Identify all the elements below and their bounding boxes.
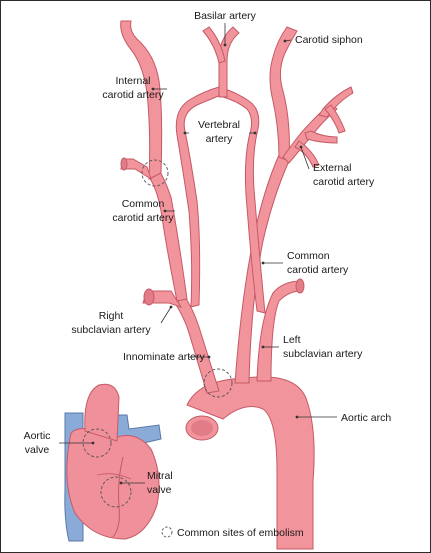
heart-groove-2 xyxy=(96,473,132,480)
aortic-arch xyxy=(186,376,315,550)
label-right-subclavian-2: subclavian artery xyxy=(71,324,151,336)
legend: Common sites of embolism xyxy=(161,526,304,539)
label-basilar-artery: Basilar artery xyxy=(194,10,257,22)
label-common-carotid-right-2: carotid artery xyxy=(112,212,174,224)
leader-lines xyxy=(59,23,337,485)
label-left-subclavian-2: subclavian artery xyxy=(283,348,363,360)
right-external-carotid-opening xyxy=(120,157,128,171)
left-subclavian-opening xyxy=(295,278,305,294)
aortic-arch-opening-inner xyxy=(191,420,213,436)
right-internal-carotid-artery xyxy=(120,20,163,180)
innominate-artery xyxy=(174,296,220,394)
label-carotid-siphon: Carotid siphon xyxy=(295,34,363,46)
embolism-site-innominate xyxy=(203,368,233,398)
label-innominate-artery: Innominate artery xyxy=(123,351,205,363)
label-external-carotid-1: External xyxy=(313,162,352,174)
right-subclavian-opening xyxy=(143,288,155,306)
label-common-carotid-left-1: Common xyxy=(287,250,330,262)
label-aortic-arch: Aortic arch xyxy=(341,412,391,424)
labels: Basilar artery Carotid siphon Internal c… xyxy=(24,10,392,496)
label-external-carotid-2: carotid artery xyxy=(313,176,375,188)
label-vertebral-1: Vertebral xyxy=(198,119,240,131)
label-common-carotid-left-2: carotid artery xyxy=(287,264,349,276)
external-carotid-branch-4 xyxy=(324,104,346,134)
heart-group xyxy=(64,383,162,542)
left-internal-carotid-artery xyxy=(269,26,298,162)
embolism-sites xyxy=(82,159,233,508)
aortic-root xyxy=(84,383,120,442)
label-right-subclavian-1: Right xyxy=(99,310,124,322)
embolism-site-carotid-bifurcation xyxy=(141,159,169,187)
embolism-site-mitral-valve xyxy=(100,476,132,508)
label-internal-carotid-2: carotid artery xyxy=(102,89,164,101)
basilar-artery-right-branch xyxy=(202,26,226,64)
label-vertebral-2: artery xyxy=(206,133,234,145)
label-aortic-valve-1: Aortic xyxy=(24,430,51,442)
label-common-carotid-right-1: Common xyxy=(122,198,165,210)
label-mitral-valve-1: Mitral xyxy=(147,470,173,482)
label-aortic-valve-2: valve xyxy=(25,444,50,456)
dashed-circle-icon xyxy=(161,526,173,538)
label-internal-carotid-1: Internal xyxy=(115,75,150,87)
right-common-carotid-artery xyxy=(148,170,188,302)
legend-text: Common sites of embolism xyxy=(177,527,304,539)
label-mitral-valve-2: valve xyxy=(147,484,172,496)
embolism-site-aortic-valve xyxy=(82,428,112,458)
label-left-subclavian-1: Left xyxy=(283,334,301,346)
arterial-tree xyxy=(120,20,354,550)
external-carotid-branch-2 xyxy=(304,130,338,144)
